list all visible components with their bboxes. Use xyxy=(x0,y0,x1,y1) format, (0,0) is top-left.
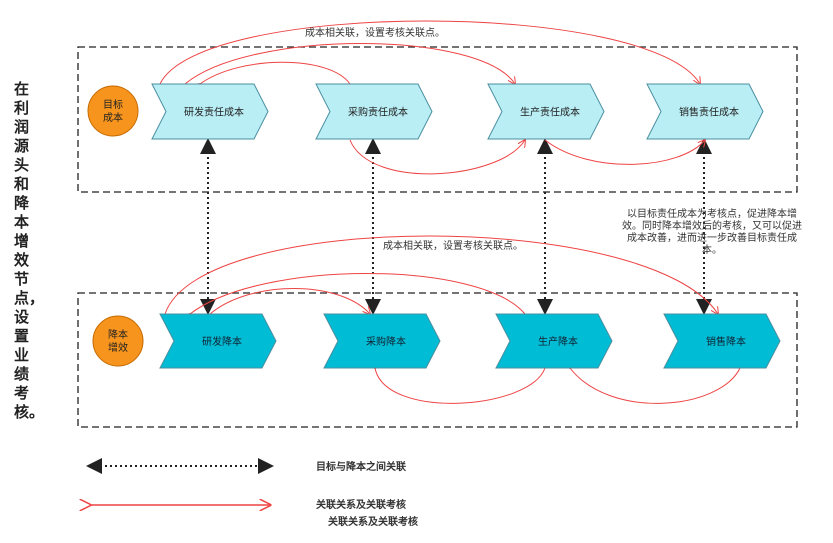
chevron-label: 生产责任成本 xyxy=(520,106,580,119)
annotation-top: 成本相关联，设置考核关联点。 xyxy=(305,26,445,39)
relation-arc xyxy=(349,140,525,175)
circle-label: 增效 xyxy=(108,341,128,354)
relation-arc xyxy=(159,20,700,84)
circle-label: 目标 xyxy=(103,99,123,111)
chevron-1 xyxy=(159,313,277,369)
bottom-group-box xyxy=(77,292,798,428)
chevron-2 xyxy=(323,313,441,369)
legend-red-label-repeat: 关联关系及关联考核 xyxy=(328,515,418,528)
annotation-right-line: 效。同时降本增效后的考核，又可以促进 xyxy=(622,219,802,232)
chevron-label: 采购降本 xyxy=(366,335,406,348)
chevron-label: 销售责任成本 xyxy=(679,106,739,119)
row-circle xyxy=(92,315,144,367)
legend-red-label: 关联关系及关联考核 xyxy=(316,498,406,511)
relation-arc xyxy=(200,61,351,84)
row-circle xyxy=(87,85,139,137)
chevron-1 xyxy=(151,83,269,140)
annotation-middle: 成本相关联，设置考核关联点。 xyxy=(383,239,523,252)
chevron-label: 研发责任成本 xyxy=(184,106,244,119)
chevron-3 xyxy=(487,83,605,140)
annotation-right-line: 以目标责任成本为考核点，促进降本增 xyxy=(627,207,797,220)
chevron-4 xyxy=(663,313,781,369)
chevron-label: 销售降本 xyxy=(706,335,746,348)
relation-arc xyxy=(209,288,370,315)
chevron-3 xyxy=(495,313,613,369)
legend-dotted-label: 目标与降本之间关联 xyxy=(316,460,406,473)
side-title: 在利润源头和降本增效节点，设置业绩考核。 xyxy=(14,80,45,421)
circle-label: 降本 xyxy=(108,328,128,341)
chevron-label: 研发降本 xyxy=(202,335,242,348)
chevron-2 xyxy=(315,83,433,140)
relation-arc xyxy=(184,43,515,85)
relation-arc xyxy=(190,273,526,315)
annotation-right-line: 成本改善，进而进一步改善目标责任成 xyxy=(627,231,797,244)
relation-arc xyxy=(544,140,705,165)
relation-arc xyxy=(375,368,546,404)
circle-label: 成本 xyxy=(103,111,123,124)
top-group-box xyxy=(77,46,798,193)
annotation-right-line: 本。 xyxy=(702,243,722,256)
chevron-label: 采购责任成本 xyxy=(348,106,408,119)
relation-arc xyxy=(164,235,718,314)
chevron-4 xyxy=(646,83,764,140)
relation-arc xyxy=(570,368,741,404)
chevron-label: 生产降本 xyxy=(538,335,578,348)
